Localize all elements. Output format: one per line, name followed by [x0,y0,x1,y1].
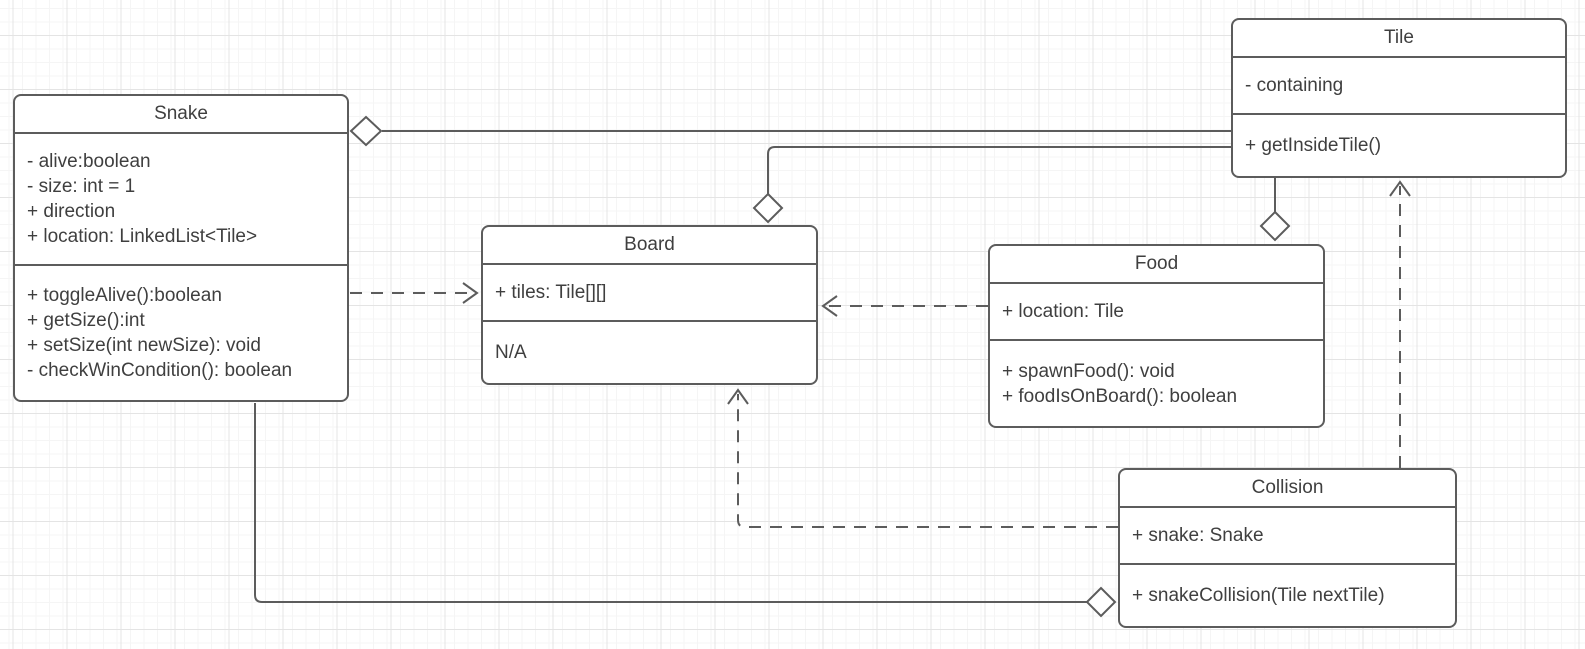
dependency-collision-tile[interactable] [1389,180,1411,468]
class-title: Board [483,227,816,265]
field: + direction [27,201,116,222]
method: + getInsideTile() [1245,135,1382,156]
dependency-collision-board[interactable] [727,388,1118,528]
class-methods: N/A [483,322,816,383]
open-arrowhead[interactable] [821,295,838,317]
class-fields: + tiles: Tile[][] [483,265,816,322]
class-box-food[interactable]: Food + location: Tile + spawnFood(): voi… [988,244,1325,428]
class-methods: + spawnFood(): void + foodIsOnBoard(): b… [990,341,1323,426]
method: + setSize(int newSize): void [27,335,261,356]
class-title: Food [990,246,1323,284]
connector-line[interactable] [254,403,1088,603]
aggregation-diamond[interactable] [752,192,784,224]
class-methods: + getInsideTile() [1233,115,1565,176]
class-methods: + snakeCollision(Tile nextTile) [1120,565,1455,626]
aggregation-snake-tile[interactable] [349,115,1231,147]
class-fields: - alive:boolean - size: int = 1 + direct… [15,134,347,266]
class-title: Collision [1120,470,1455,508]
aggregation-food-tile[interactable] [1259,178,1291,242]
method: + snakeCollision(Tile nextTile) [1132,585,1385,606]
class-fields: - containing [1233,58,1565,115]
aggregation-diamond[interactable] [1259,210,1291,242]
connector-line[interactable] [767,146,1231,195]
open-arrowhead[interactable] [462,282,479,304]
open-arrowhead[interactable] [1389,180,1411,197]
method: + getSize():int [27,310,145,331]
field: - alive:boolean [27,151,151,172]
method: + foodIsOnBoard(): boolean [1002,385,1238,407]
class-box-snake[interactable]: Snake - alive:boolean - size: int = 1 + … [13,94,349,402]
class-methods: + toggleAlive():boolean + getSize():int … [15,266,347,400]
class-box-collision[interactable]: Collision + snake: Snake + snakeCollisio… [1118,468,1457,628]
dependency-food-board[interactable] [821,295,988,317]
method: + toggleAlive():boolean [27,285,222,306]
field: + location: LinkedList<Tile> [27,226,258,247]
connector-line[interactable] [737,394,1118,528]
method: + spawnFood(): void [1002,360,1175,382]
field: - containing [1245,75,1344,96]
open-arrowhead[interactable] [727,388,749,405]
class-box-board[interactable]: Board + tiles: Tile[][] N/A [481,225,818,385]
field: + snake: Snake [1132,525,1264,546]
class-title: Tile [1233,20,1565,58]
class-fields: + location: Tile [990,284,1323,341]
class-fields: + snake: Snake [1120,508,1455,565]
class-box-tile[interactable]: Tile - containing + getInsideTile() [1231,18,1567,178]
aggregation-board-tile[interactable] [752,146,1231,224]
aggregation-diamond[interactable] [1085,586,1117,618]
method: N/A [495,342,527,363]
dependency-snake-board[interactable] [350,282,479,304]
aggregation-diamond[interactable] [349,115,383,147]
class-title: Snake [15,96,347,134]
field: + tiles: Tile[][] [495,282,607,303]
method: - checkWinCondition(): boolean [27,360,293,381]
field: - size: int = 1 [27,176,136,197]
field: + location: Tile [1002,301,1124,322]
aggregation-collision-snake[interactable] [254,403,1117,618]
